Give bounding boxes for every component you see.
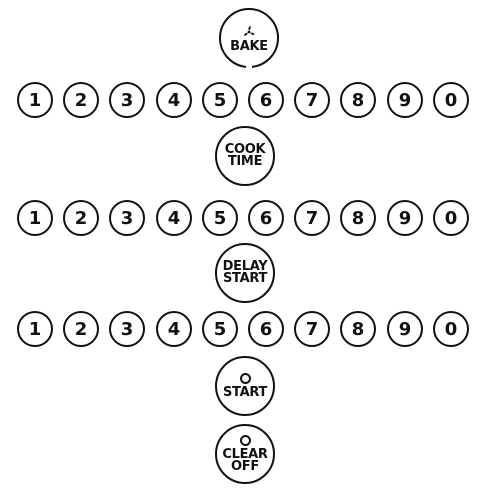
digit-6-button[interactable]: 6 xyxy=(248,82,284,118)
fan-icon xyxy=(244,25,255,36)
digit-2-button[interactable]: 2 xyxy=(63,200,99,236)
digit-3-button[interactable]: 3 xyxy=(109,311,145,347)
digit-4-button[interactable]: 4 xyxy=(156,82,192,118)
clear-off-dot-icon xyxy=(239,435,251,446)
delay-start-label-line2: START xyxy=(222,271,268,286)
digit-6-button[interactable]: 6 xyxy=(248,311,284,347)
digit-7-button[interactable]: 7 xyxy=(294,200,330,236)
bake-notch xyxy=(246,61,252,69)
digit-3-button[interactable]: 3 xyxy=(109,82,145,118)
clear-off-label-line1: CLEAR xyxy=(222,447,268,462)
digit-1-button[interactable]: 1 xyxy=(17,200,53,236)
digit-9-button[interactable]: 9 xyxy=(387,200,423,236)
cook-time-label-line1: COOK xyxy=(224,142,266,157)
digit-8-button[interactable]: 8 xyxy=(340,82,376,118)
digit-5-button[interactable]: 5 xyxy=(202,311,238,347)
digit-6-button[interactable]: 6 xyxy=(248,200,284,236)
digit-1-button[interactable]: 1 xyxy=(17,311,53,347)
digit-7-button[interactable]: 7 xyxy=(294,82,330,118)
digit-2-button[interactable]: 2 xyxy=(63,311,99,347)
digit-8-button[interactable]: 8 xyxy=(340,311,376,347)
start-dot-icon xyxy=(239,373,251,384)
delay-start-button[interactable]: DELAY START xyxy=(215,243,275,303)
bake-button[interactable]: BAKE xyxy=(219,8,279,69)
cook-time-button[interactable]: COOK TIME xyxy=(215,126,275,186)
digit-5-button[interactable]: 5 xyxy=(202,200,238,236)
digit-0-button[interactable]: 0 xyxy=(433,82,469,118)
digit-3-button[interactable]: 3 xyxy=(109,200,145,236)
clear-off-label-line2: OFF xyxy=(231,459,259,474)
digit-8-button[interactable]: 8 xyxy=(340,200,376,236)
digit-4-button[interactable]: 4 xyxy=(156,311,192,347)
digit-5-button[interactable]: 5 xyxy=(202,82,238,118)
digit-0-button[interactable]: 0 xyxy=(433,200,469,236)
delay-start-label-line1: DELAY xyxy=(222,259,268,274)
cook-time-label-line2: TIME xyxy=(227,154,263,169)
clear-off-button[interactable]: CLEAR OFF xyxy=(215,424,275,484)
start-label: START xyxy=(222,385,268,400)
digit-2-button[interactable]: 2 xyxy=(63,82,99,118)
digit-4-button[interactable]: 4 xyxy=(156,200,192,236)
start-button[interactable]: START xyxy=(215,356,275,416)
digit-9-button[interactable]: 9 xyxy=(387,311,423,347)
digit-9-button[interactable]: 9 xyxy=(387,82,423,118)
digit-7-button[interactable]: 7 xyxy=(294,311,330,347)
digit-0-button[interactable]: 0 xyxy=(433,311,469,347)
bake-label: BAKE xyxy=(230,38,268,54)
digit-1-button[interactable]: 1 xyxy=(17,82,53,118)
